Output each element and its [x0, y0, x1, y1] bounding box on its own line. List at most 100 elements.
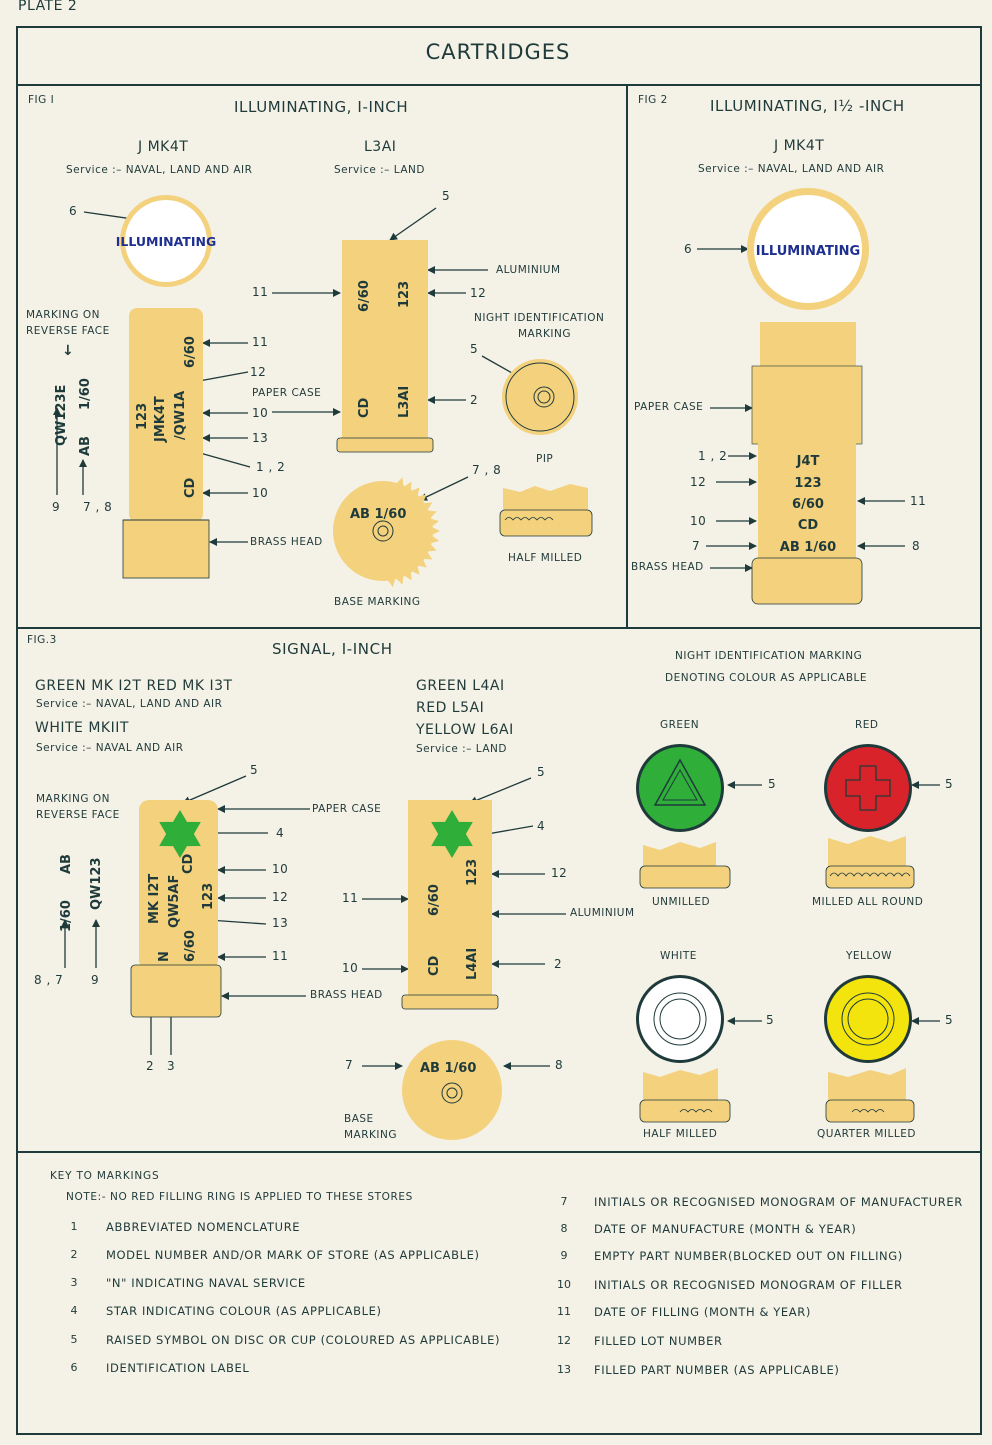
key-number: 8 [560, 1222, 568, 1235]
night-finish-white: HALF MILLED [643, 1128, 718, 1140]
gear-tooth [412, 487, 420, 496]
white-disc [636, 975, 724, 1063]
callout: 5 [768, 777, 777, 791]
callout: 5 [766, 1013, 775, 1027]
gear-tooth [396, 576, 404, 585]
f3-case-6: CD [181, 853, 196, 874]
fig1-base-marking-label: BASE MARKING [334, 596, 421, 608]
key-number: 10 [557, 1278, 571, 1291]
callout: 7 [692, 539, 701, 553]
gear-tooth [388, 579, 396, 588]
key-text: FILLED PART NUMBER (AS APPLICABLE) [594, 1363, 840, 1377]
gear-tooth [418, 494, 427, 502]
fig2-tag: FIG 2 [638, 94, 668, 106]
colour-star-icon [159, 810, 201, 858]
callout: 9 [52, 500, 61, 514]
callout: 11 [342, 891, 359, 905]
fig1-half-milled-cup [499, 484, 593, 537]
fig1-fig2-divider [626, 84, 628, 628]
l3-text-1: 6/60 [357, 280, 372, 312]
callout: 8 [912, 539, 921, 553]
callout: 11 [910, 494, 927, 508]
callout: 5 [537, 765, 546, 779]
case-text-3: JMK4T [153, 396, 168, 443]
fig3-tag: FIG.3 [27, 634, 57, 646]
fig3-left-service: Service :– NAVAL, LAND AND AIR [36, 698, 223, 710]
fig3-l4ai-markings: 6/60 123 CD L4AI [427, 859, 480, 980]
callout: 4 [276, 826, 285, 840]
key-text: FILLED LOT NUMBER [594, 1334, 723, 1348]
callout: 10 [252, 486, 269, 500]
gear-tooth [431, 536, 440, 544]
callout: 12 [250, 365, 267, 379]
callout: 10 [272, 862, 289, 876]
key-number: 12 [557, 1334, 571, 1347]
page-title: CARTRIDGES [425, 40, 571, 64]
fig3-brass-head-label: BRASS HEAD [310, 989, 383, 1001]
red-disc [824, 744, 912, 832]
fig3-right-model-3: YELLOW L6AI [416, 722, 514, 738]
l4-text-3: CD [427, 955, 442, 976]
fig3-left-models: GREEN MK I2T RED MK I3T [35, 678, 233, 694]
fig3-left-service2: Service :– NAVAL AND AIR [36, 742, 184, 754]
fig2-brass-head-label: BRASS HEAD [631, 561, 704, 573]
key-text: STAR INDICATING COLOUR (AS APPLICABLE) [106, 1304, 382, 1318]
night-colour-yellow: YELLOW [846, 950, 893, 962]
callout: 8 , 7 [34, 973, 64, 987]
callout: 5 [945, 777, 954, 791]
fig1-pip-disc [502, 359, 578, 435]
fig3-base-marking-1: BASE [344, 1113, 374, 1125]
f3-case-4: 6/60 [183, 930, 198, 962]
fig1-marking-reverse-2: REVERSE FACE [26, 325, 110, 337]
callout: 13 [252, 431, 269, 445]
rev-text-3: AB [78, 436, 93, 456]
fig1-marking-reverse-1: MARKING ON [26, 309, 100, 321]
key-number: 6 [70, 1361, 78, 1374]
callout: 10 [690, 514, 707, 528]
colour-star-icon [431, 810, 473, 858]
fig3-heading: SIGNAL, I-INCH [272, 640, 393, 658]
fig1-brass-head-label: BRASS HEAD [250, 536, 323, 548]
fig1-tag: FIG I [28, 94, 55, 106]
fig3-base-marking-2: MARKING [344, 1129, 398, 1141]
key-number: 3 [70, 1276, 78, 1289]
gear-tooth [424, 502, 433, 510]
f3-case-2: QW5AF [167, 875, 182, 928]
night-colour-white: WHITE [660, 950, 697, 962]
callout: 10 [342, 961, 359, 975]
key-text: "N" INDICATING NAVAL SERVICE [106, 1276, 306, 1290]
fig3-marking-reverse-1: MARKING ON [36, 793, 110, 805]
callout: 5 [470, 342, 479, 356]
key-text: DATE OF FILLING (MONTH & YEAR) [594, 1305, 811, 1319]
f2-text-5: AB 1/60 [780, 540, 836, 555]
callout: 6 [684, 242, 693, 256]
night-finish-red: MILLED ALL ROUND [812, 896, 924, 908]
callout: 11 [252, 285, 269, 299]
l3-text-4: L3AI [397, 386, 412, 418]
key-text: DATE OF MANUFACTURE (MONTH & YEAR) [594, 1222, 857, 1236]
fig2-service: Service :– NAVAL, LAND AND AIR [698, 163, 885, 175]
callout: 1 , 2 [698, 449, 728, 463]
case-text-4: /QW1A [173, 391, 188, 440]
callout: 3 [167, 1059, 176, 1073]
fig2-model: J MK4T [774, 138, 825, 154]
callout: 12 [272, 890, 289, 904]
fig1-night-id-1: NIGHT IDENTIFICATION [474, 312, 605, 324]
fig1-pip-label: PIP [536, 453, 554, 465]
fig1-case-markings: 6/60 123 JMK4T /QW1A CD [135, 336, 198, 498]
callout: 12 [551, 866, 568, 880]
key-text: IDENTIFICATION LABEL [106, 1361, 250, 1375]
fig1-illuminating-label-disc [120, 195, 212, 287]
rev-text-1: QW123E [54, 385, 69, 446]
callout: 7 , 8 [83, 500, 113, 514]
night-finish-yellow: QUARTER MILLED [817, 1128, 916, 1140]
callout: 9 [91, 973, 100, 987]
fig1-left-service: Service :– NAVAL, LAND AND AIR [66, 164, 253, 176]
f3-case-3: N [157, 951, 172, 962]
fig3-right-model-1: GREEN L4AI [416, 678, 505, 694]
f2-text-1: J4T [796, 454, 820, 469]
callout: 12 [470, 286, 487, 300]
key-text: MODEL NUMBER AND/OR MARK OF STORE (AS AP… [106, 1248, 480, 1262]
gear-tooth [412, 566, 420, 575]
gear-tooth [424, 552, 433, 560]
